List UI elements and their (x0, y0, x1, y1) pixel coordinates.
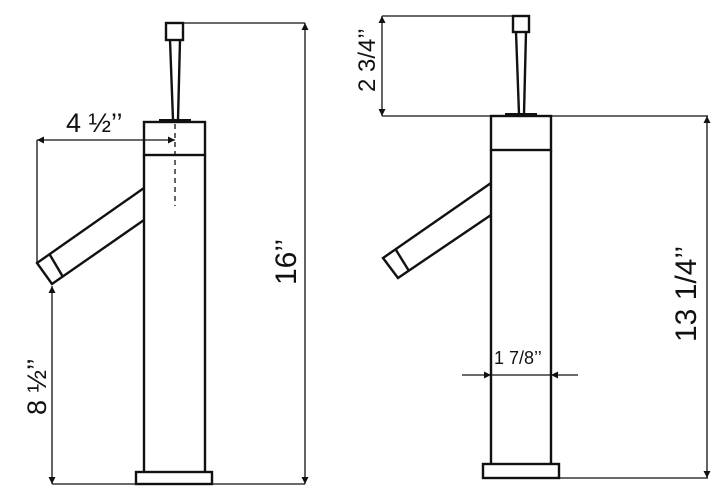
handle-base-plate (159, 119, 191, 122)
handle-lever (168, 39, 182, 121)
body-top-cap (489, 114, 553, 152)
front-view-dimensions: 2 3/4’’ 13 1/4’’ 1 7/8’’ (354, 15, 711, 479)
body-height-label: 13 1/4’’ (670, 246, 703, 342)
base-foot (134, 470, 214, 486)
spout-tip-line (48, 254, 65, 278)
handle-cap (511, 14, 531, 34)
spout (381, 182, 492, 280)
body (142, 155, 207, 472)
base-foot (481, 462, 561, 480)
body (489, 150, 553, 464)
spout (35, 187, 145, 286)
handle-cap (164, 21, 185, 42)
spout-reach-label: 4 ½’’ (66, 108, 123, 138)
side-view-faucet (35, 21, 214, 486)
handle-height-label: 2 3/4’’ (354, 28, 381, 92)
handle-base-plate (505, 113, 537, 116)
spout-height-label: 8 ½’’ (22, 358, 52, 415)
spout-tip-line (394, 249, 411, 272)
side-view-dimensions: 4 ½’’ 16’’ 8 ½’’ (22, 22, 309, 485)
body-width-label: 1 7/8’’ (494, 348, 542, 368)
front-view-faucet (381, 14, 561, 480)
handle-lever (514, 31, 528, 115)
overall-height-label: 16’’ (270, 239, 303, 285)
